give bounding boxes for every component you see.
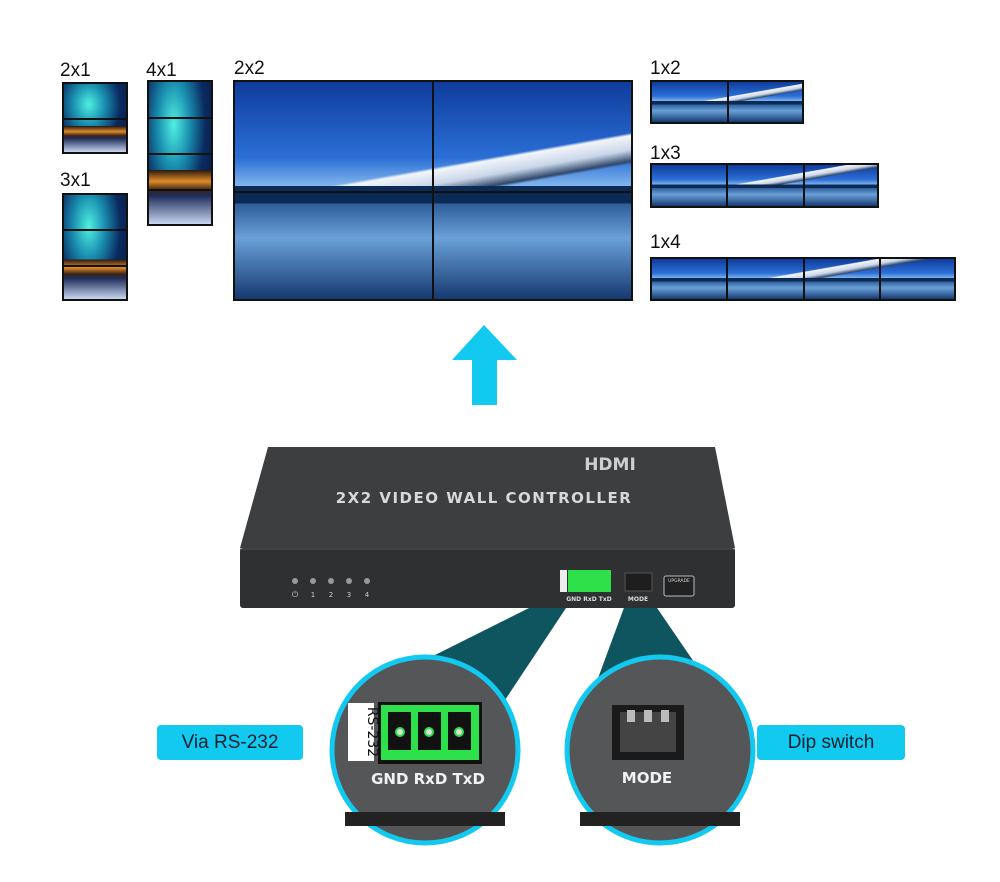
up-arrow-icon xyxy=(452,325,517,405)
hdmi-logo: HDMI xyxy=(584,455,636,475)
layout-label-1x3: 1x3 xyxy=(650,143,681,164)
video-wall-2x2 xyxy=(233,80,633,301)
led-label-power: ⏻ xyxy=(292,590,299,599)
led-indicators: ⏻ 1 2 3 4 xyxy=(292,578,370,599)
led-3 xyxy=(346,578,352,584)
video-wall-1x4 xyxy=(650,257,956,301)
led-4 xyxy=(364,578,370,584)
upgrade-label: UPGRADE xyxy=(668,578,690,584)
video-wall-1x3 xyxy=(650,163,879,208)
led-1 xyxy=(310,578,316,584)
layout-label-2x1: 2x1 xyxy=(60,60,91,81)
led-label-2: 2 xyxy=(329,591,333,599)
led-power xyxy=(292,578,298,584)
led-label-3: 3 xyxy=(347,591,351,599)
video-wall-1x2 xyxy=(650,80,804,124)
rs232-terminal[interactable] xyxy=(568,570,611,592)
dip-switch-callout: MODE xyxy=(564,654,756,846)
device-title: 2X2 VIDEO WALL CONTROLLER xyxy=(336,489,633,507)
video-wall-2x1 xyxy=(62,82,128,154)
via-rs232-tag: Via RS-232 xyxy=(157,725,303,760)
rs232-pins-label: GND RxD TxD xyxy=(566,596,612,603)
upgrade-usb-port[interactable] xyxy=(663,575,695,597)
layout-label-1x4: 1x4 xyxy=(650,232,681,253)
rs232-side-label: RS-232 xyxy=(364,707,380,757)
rs232-callout-pins: GND RxD TxD xyxy=(371,770,485,788)
dip-callout-label: MODE xyxy=(622,769,672,787)
video-wall-4x1 xyxy=(147,80,213,226)
layout-label-1x2: 1x2 xyxy=(650,58,681,79)
rs232-callout: RS-232 GND RxD TxD xyxy=(329,654,521,846)
video-wall-controller-device: HDMI 2X2 VIDEO WALL CONTROLLER ⏻ 1 2 3 4… xyxy=(240,447,735,608)
layout-label-3x1: 3x1 xyxy=(60,170,91,191)
led-2 xyxy=(328,578,334,584)
mode-label: MODE xyxy=(628,596,648,603)
layout-label-4x1: 4x1 xyxy=(146,60,177,81)
layout-label-2x2: 2x2 xyxy=(234,58,265,79)
led-label-4: 4 xyxy=(365,591,370,599)
led-label-1: 1 xyxy=(311,591,315,599)
dip-switch-tag: Dip switch xyxy=(757,725,905,760)
video-wall-3x1 xyxy=(62,193,128,301)
dip-switch[interactable] xyxy=(624,572,653,592)
